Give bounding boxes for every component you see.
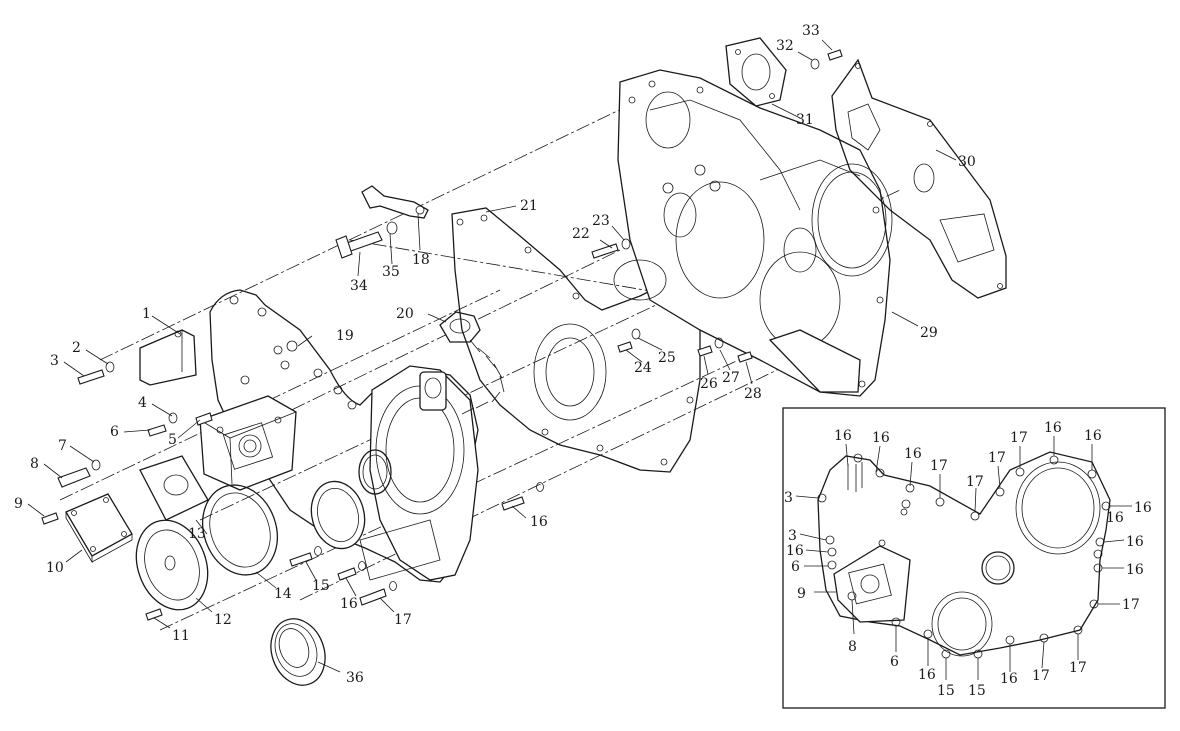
inset-callout-15-a: 15 xyxy=(937,683,955,699)
part-30-gasket xyxy=(831,58,1007,299)
part-36-oil-seal xyxy=(270,618,326,686)
callout-32: 32 xyxy=(776,38,794,54)
inset-callout-16-i: 16 xyxy=(1000,671,1018,687)
callout-30: 30 xyxy=(958,154,976,170)
callout-25: 25 xyxy=(658,350,676,366)
inset-callout-16-f: 16 xyxy=(1134,500,1152,516)
inset-callout-17-e: 17 xyxy=(1032,668,1050,684)
callout-3: 3 xyxy=(50,353,59,369)
callout-14: 14 xyxy=(274,586,292,602)
callout-23: 23 xyxy=(592,213,610,229)
part-14-round-gasket xyxy=(202,484,278,576)
callout-21: 21 xyxy=(520,198,538,214)
callout-19: 19 xyxy=(336,328,354,344)
part-18-bracket xyxy=(361,185,429,219)
callout-9: 9 xyxy=(14,496,23,512)
callout-26: 26 xyxy=(700,376,718,392)
inset-callout-17-c: 17 xyxy=(988,450,1006,466)
part-5-drive-housing xyxy=(199,395,297,491)
callout-10: 10 xyxy=(46,560,64,576)
main-callouts: 1 2 3 4 5 6 7 8 9 10 11 12 13 14 15 16 1… xyxy=(14,23,976,686)
callout-8: 8 xyxy=(30,456,39,472)
callout-28: 28 xyxy=(744,386,762,402)
inset-callouts: 16 16 16 17 17 17 17 16 16 16 3 3 16 6 9… xyxy=(784,420,1152,699)
inset-callout-16-l: 16 xyxy=(1106,510,1124,526)
part-29-gear-housing xyxy=(613,69,893,397)
inset-callout-17-g: 17 xyxy=(1122,597,1140,613)
callout-16-b: 16 xyxy=(530,514,548,530)
callout-7: 7 xyxy=(58,438,67,454)
part-13-gasket xyxy=(139,455,209,521)
leader-lines xyxy=(27,39,957,673)
callout-20: 20 xyxy=(396,306,414,322)
callout-36: 36 xyxy=(346,670,364,686)
part-12-round-cover xyxy=(135,519,209,611)
inset-callout-16-j: 16 xyxy=(1126,534,1144,550)
callout-22: 22 xyxy=(572,226,590,242)
inset-callout-6-a: 6 xyxy=(791,559,800,575)
inset-callout-16-g: 16 xyxy=(786,543,804,559)
part-10-cover-plate xyxy=(65,493,133,564)
inset-callout-9: 9 xyxy=(797,586,806,602)
part-1-bracket xyxy=(139,329,197,386)
inset-callout-17-f: 17 xyxy=(1069,660,1087,676)
inset-callout-17-d: 17 xyxy=(1010,430,1028,446)
callout-16-a: 16 xyxy=(340,596,358,612)
callout-2: 2 xyxy=(72,340,81,356)
callout-13: 13 xyxy=(188,526,206,542)
inset-callout-16-e: 16 xyxy=(1084,428,1102,444)
callout-15: 15 xyxy=(312,578,330,594)
callout-35: 35 xyxy=(382,264,400,280)
callout-12: 12 xyxy=(214,612,232,628)
part-31-cover xyxy=(725,37,787,107)
inset-callout-3-b: 3 xyxy=(788,528,797,544)
part-20-filler-cap xyxy=(439,311,505,415)
callout-33: 33 xyxy=(802,23,820,39)
inset-callout-16-k: 16 xyxy=(1126,562,1144,578)
inset-callout-8: 8 xyxy=(848,639,857,655)
callout-11: 11 xyxy=(172,628,190,644)
callout-31: 31 xyxy=(796,112,814,128)
callout-6: 6 xyxy=(110,424,119,440)
inset-callout-16-a: 16 xyxy=(834,428,852,444)
inset-callout-16-h: 16 xyxy=(918,667,936,683)
inset-callout-15-b: 15 xyxy=(968,683,986,699)
callout-27: 27 xyxy=(722,370,740,386)
inset-callout-16-b: 16 xyxy=(872,430,890,446)
inset-leaders xyxy=(795,436,1132,680)
callout-24: 24 xyxy=(634,360,652,376)
inset-callout-17-b: 17 xyxy=(966,474,984,490)
callout-4: 4 xyxy=(138,395,147,411)
callout-29: 29 xyxy=(920,325,938,341)
inset-callout-16-c: 16 xyxy=(904,446,922,462)
callout-17: 17 xyxy=(394,612,412,628)
inset-callout-17-a: 17 xyxy=(930,458,948,474)
inset-panel: 16 16 16 17 17 17 17 16 16 16 3 3 16 6 9… xyxy=(782,407,1166,709)
inset-callout-16-d: 16 xyxy=(1044,420,1062,436)
callout-5: 5 xyxy=(168,432,177,448)
front-cover-housing xyxy=(310,365,479,581)
callout-1: 1 xyxy=(142,306,151,322)
callout-18: 18 xyxy=(412,252,430,268)
callout-34: 34 xyxy=(350,278,368,294)
inset-callout-6-b: 6 xyxy=(890,654,899,670)
inset-callout-3-a: 3 xyxy=(784,490,793,506)
